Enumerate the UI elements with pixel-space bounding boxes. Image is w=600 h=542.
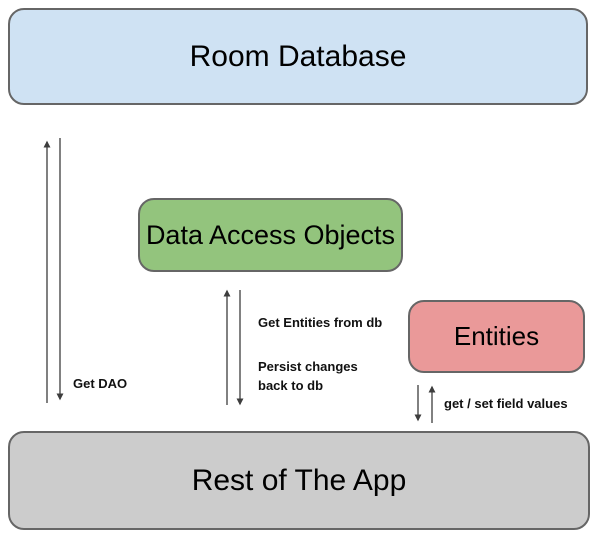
node-rest-of-the-app: Rest of The App [8, 431, 590, 530]
node-entities-label: Entities [453, 321, 540, 351]
edge-label-get-entities-from-db: Get Entities from db [258, 315, 383, 330]
edge-label-get-dao: Get DAO [73, 376, 128, 391]
node-data-access-objects: Data Access Objects [138, 198, 403, 272]
node-room-database: Room Database [8, 8, 588, 105]
node-entities: Entities [408, 300, 585, 373]
node-rest-of-the-app-label: Rest of The App [191, 463, 407, 497]
node-data-access-objects-label: Data Access Objects [145, 219, 396, 250]
edge-label-get-set-field-values: get / set field values [444, 396, 568, 411]
edge-label-persist-changes: Persist changes back to db [258, 359, 358, 393]
node-room-database-label: Room Database [189, 39, 407, 73]
